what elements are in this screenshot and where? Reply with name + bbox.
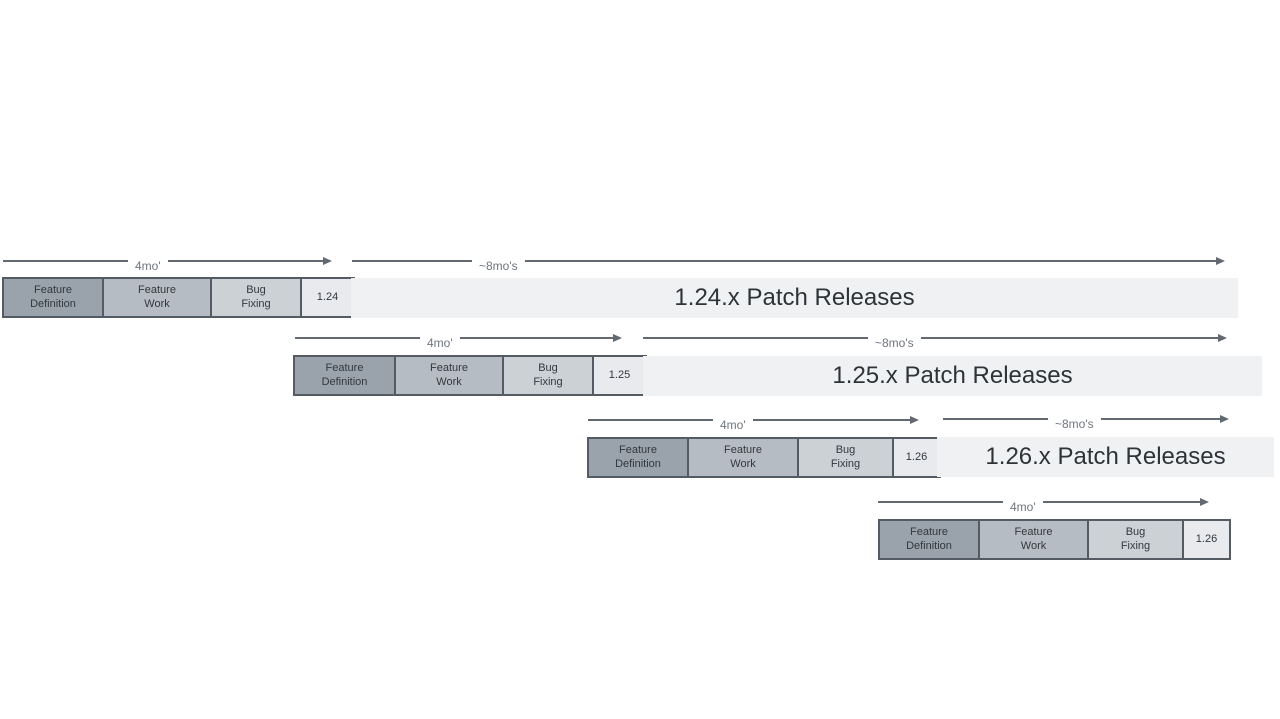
release-phase-boxes-1-26: Feature Definition Feature Work Bug Fixi… xyxy=(587,437,941,478)
duration-arrow-8mo: ~8mo's xyxy=(643,330,1228,350)
arrow-head-icon xyxy=(1042,498,1210,506)
duration-label-4mo: 4mo' xyxy=(427,336,453,350)
arrow-head-icon xyxy=(524,257,1226,265)
version-box: 1.25 xyxy=(592,357,645,394)
phase-feature-work: Feature Work xyxy=(394,357,502,394)
patch-releases-label: 1.24.x Patch Releases xyxy=(674,284,915,311)
phase-feature-work: Feature Work xyxy=(978,521,1087,558)
version-box: 1.24 xyxy=(300,279,353,316)
arrow-head-icon xyxy=(459,334,623,342)
arrow-line xyxy=(643,337,868,339)
phase-feature-definition: Feature Definition xyxy=(880,521,978,558)
patch-releases-label: 1.26.x Patch Releases xyxy=(985,443,1226,470)
phase-bug-fixing: Bug Fixing xyxy=(797,439,892,476)
release-phase-boxes-1-24: Feature Definition Feature Work Bug Fixi… xyxy=(2,277,355,318)
phase-feature-definition: Feature Definition xyxy=(4,279,102,316)
arrow-head-icon xyxy=(920,334,1228,342)
arrow-line xyxy=(295,337,420,339)
duration-arrow-4mo: 4mo' xyxy=(295,330,623,350)
duration-label-8mo: ~8mo's xyxy=(875,336,914,350)
phase-feature-definition: Feature Definition xyxy=(589,439,687,476)
arrow-line xyxy=(943,418,1048,420)
patch-releases-bar-1-26: 1.26.x Patch Releases xyxy=(937,437,1274,477)
release-phase-boxes-1-25: Feature Definition Feature Work Bug Fixi… xyxy=(293,355,647,396)
arrow-line xyxy=(588,419,713,421)
duration-label-4mo: 4mo' xyxy=(135,259,161,273)
arrow-line xyxy=(352,260,472,262)
phase-bug-fixing: Bug Fixing xyxy=(1087,521,1182,558)
duration-arrow-4mo: 4mo' xyxy=(588,412,920,432)
arrow-line xyxy=(3,260,128,262)
patch-releases-bar-1-25: 1.25.x Patch Releases xyxy=(643,356,1262,396)
phase-bug-fixing: Bug Fixing xyxy=(502,357,592,394)
phase-feature-work: Feature Work xyxy=(687,439,797,476)
duration-label-4mo: 4mo' xyxy=(1010,500,1036,514)
duration-arrow-4mo: 4mo' xyxy=(3,253,333,273)
duration-arrow-8mo: ~8mo's xyxy=(352,253,1226,273)
version-box: 1.26 xyxy=(1182,521,1229,558)
arrow-head-icon xyxy=(1100,415,1230,423)
phase-feature-definition: Feature Definition xyxy=(295,357,394,394)
duration-label-4mo: 4mo' xyxy=(720,418,746,432)
patch-releases-bar-1-24: 1.24.x Patch Releases xyxy=(351,278,1238,318)
arrow-line xyxy=(878,501,1003,503)
version-box: 1.26 xyxy=(892,439,939,476)
arrow-head-icon xyxy=(167,257,333,265)
release-phase-boxes-next: Feature Definition Feature Work Bug Fixi… xyxy=(878,519,1231,560)
patch-releases-label: 1.25.x Patch Releases xyxy=(832,362,1073,389)
phase-feature-work: Feature Work xyxy=(102,279,210,316)
duration-arrow-8mo: ~8mo's xyxy=(943,411,1230,431)
phase-bug-fixing: Bug Fixing xyxy=(210,279,300,316)
arrow-head-icon xyxy=(752,416,920,424)
duration-arrow-4mo: 4mo' xyxy=(878,494,1210,514)
duration-label-8mo: ~8mo's xyxy=(1055,417,1094,431)
duration-label-8mo: ~8mo's xyxy=(479,259,518,273)
